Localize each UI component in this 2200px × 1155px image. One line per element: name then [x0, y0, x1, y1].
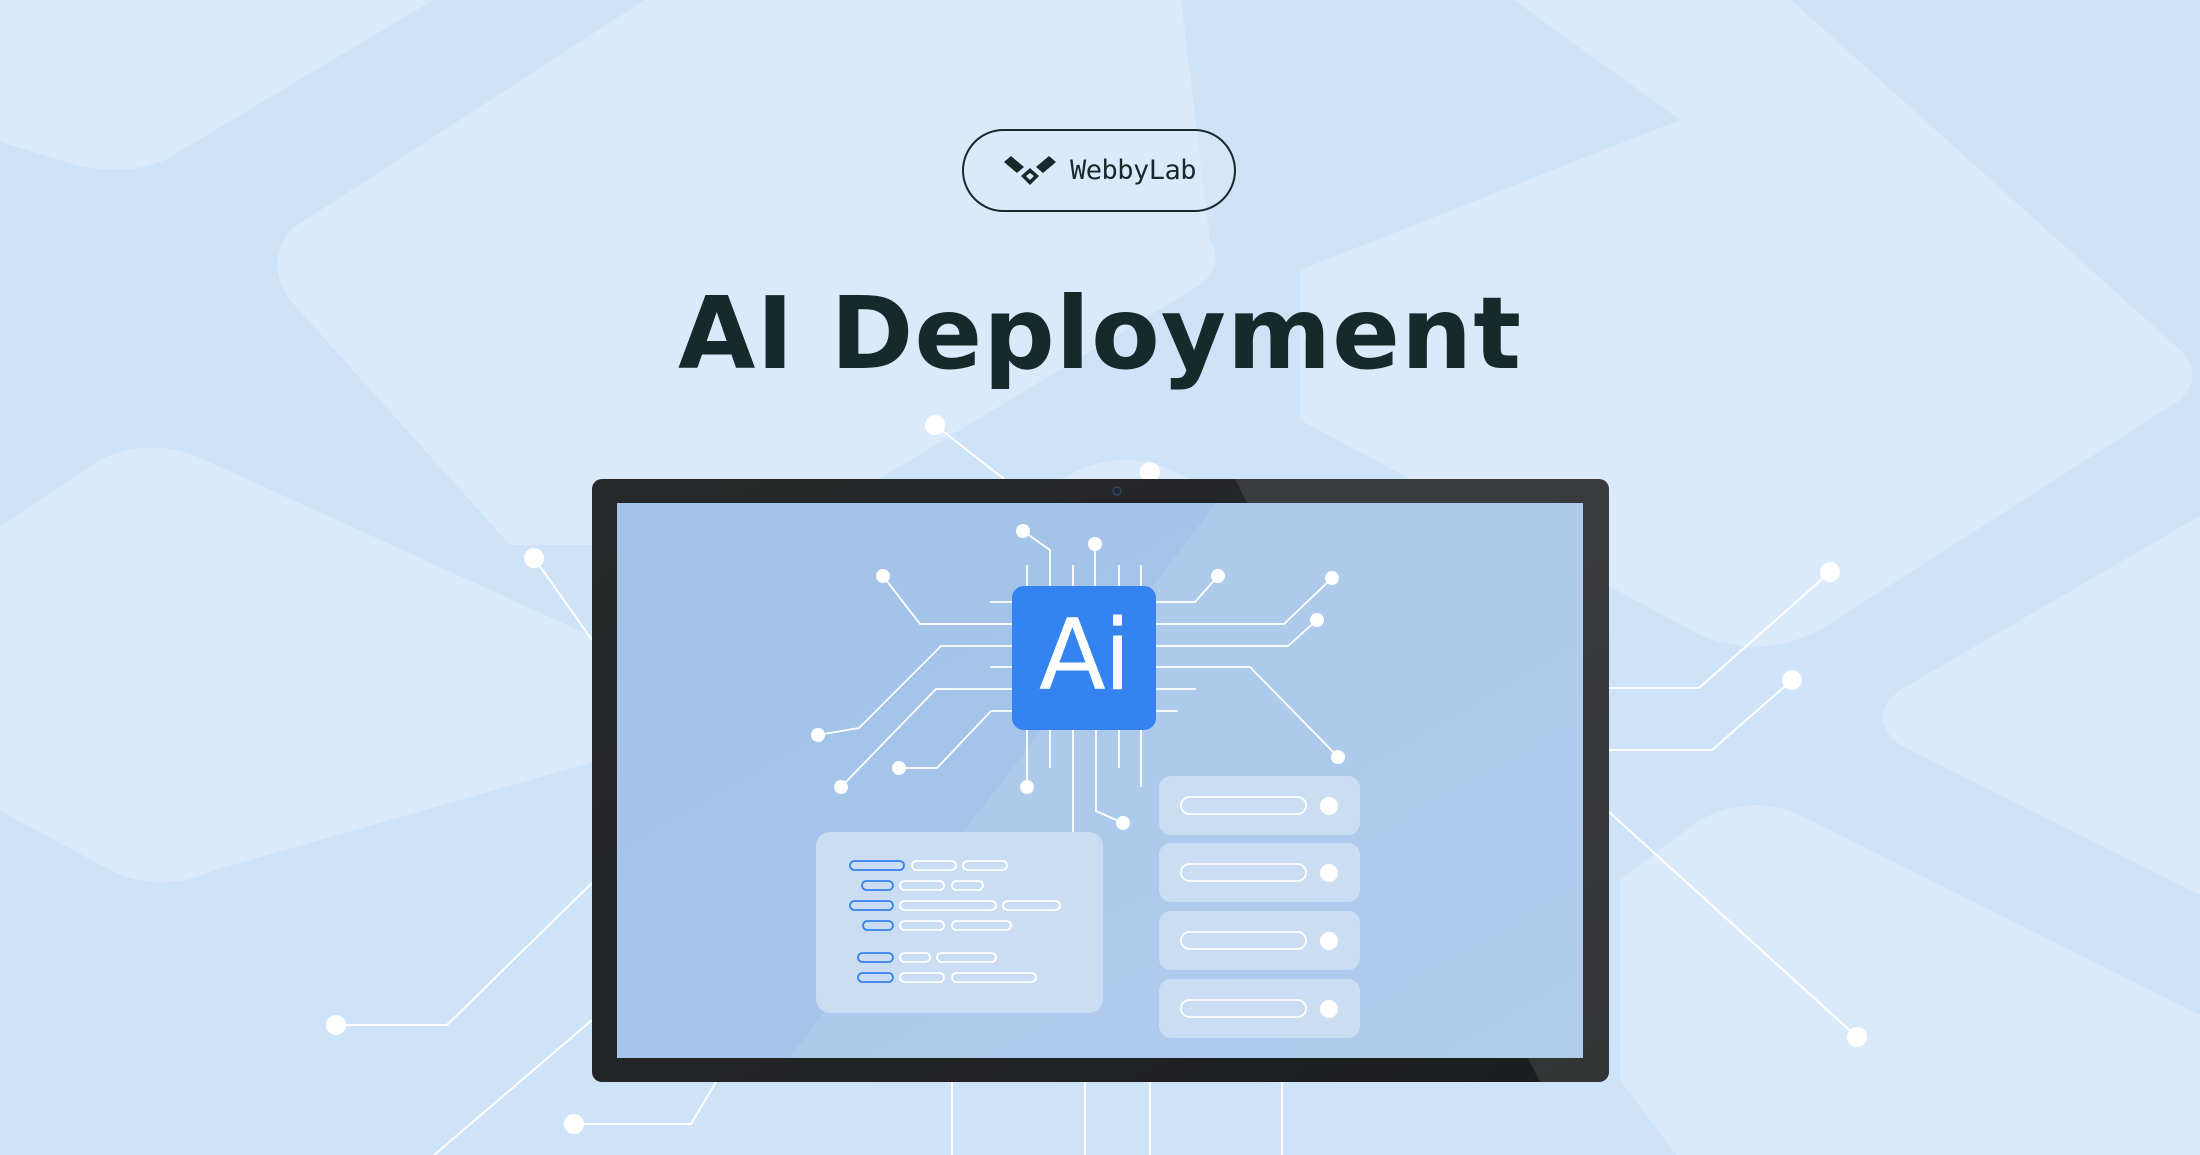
brand-name: WebbyLab	[1069, 155, 1197, 186]
ai-chip-label: Ai	[1038, 599, 1131, 713]
bg-diamond-far-right	[1882, 515, 2200, 895]
bg-diamond-bottom-left	[0, 447, 600, 883]
brand-logo-pill[interactable]: WebbyLab	[962, 129, 1236, 212]
webbylab-logo-icon	[1003, 155, 1056, 185]
bg-bump-top	[1060, 460, 1190, 480]
bg-diamond-center-left	[277, 0, 1216, 545]
bg-diamond-top-left	[0, 0, 434, 170]
bg-diamond-bottom-right	[1620, 805, 2200, 1155]
page-title: AI Deployment	[677, 275, 1522, 392]
